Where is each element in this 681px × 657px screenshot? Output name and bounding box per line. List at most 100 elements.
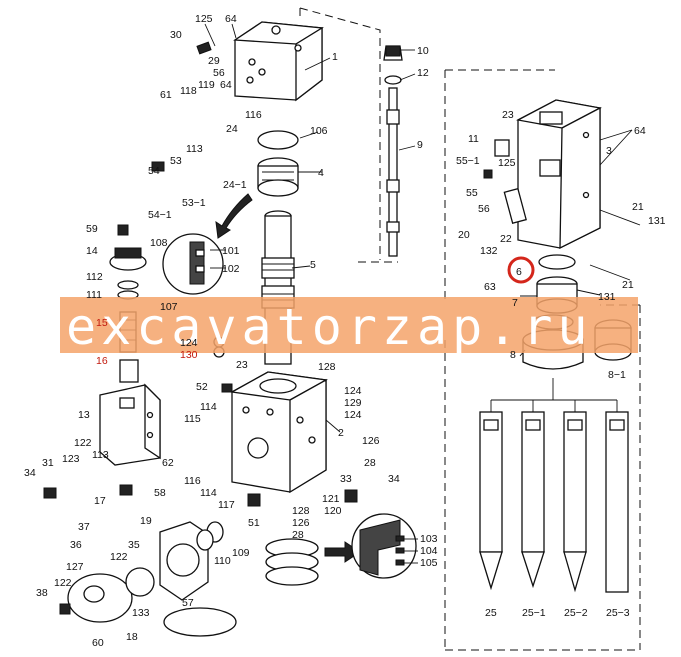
part-labels: 125 64 30 29 56 119 64 118 116 61 24 113…: [24, 13, 666, 649]
label: 122: [110, 551, 128, 563]
label: 55: [466, 187, 478, 199]
label: 23: [502, 109, 514, 121]
label: 122: [74, 437, 92, 449]
label: 21: [622, 279, 634, 291]
label: 15: [96, 317, 108, 329]
back-head-18: [67, 573, 133, 623]
bushing-6: [538, 254, 576, 270]
label: 56: [478, 203, 490, 215]
label: 122: [54, 577, 72, 589]
label: 55−1: [456, 155, 480, 167]
front-head-3: [516, 99, 602, 250]
label: 56: [213, 67, 225, 79]
label: 117: [218, 499, 235, 511]
label: 114: [200, 401, 217, 413]
label: 124: [180, 337, 198, 349]
label: 125: [498, 157, 516, 169]
label: 34: [388, 473, 400, 485]
leader-lines: [204, 23, 633, 564]
label: 4: [318, 167, 324, 179]
label: 35: [128, 539, 140, 551]
highlight-ring: [507, 256, 535, 284]
label: 24: [226, 123, 238, 135]
label: 25−1: [522, 607, 546, 619]
label: 21: [632, 201, 644, 213]
label: 25−3: [606, 607, 630, 619]
label: 52: [196, 381, 208, 393]
label: 60: [92, 637, 104, 649]
pin-11: [494, 139, 510, 157]
label: 62: [162, 457, 174, 469]
chisel-25-2: [563, 411, 587, 593]
seal-section-callout: [351, 513, 417, 579]
label: 103: [420, 533, 438, 545]
label: 64: [225, 13, 237, 25]
label: 115: [184, 413, 201, 425]
label: 25: [485, 607, 497, 619]
pin-20: [503, 187, 527, 225]
label: 107: [160, 301, 178, 313]
bolt-inset: [163, 607, 237, 637]
label: 131: [648, 215, 666, 227]
label: 1: [332, 51, 338, 63]
label: 59: [86, 223, 98, 235]
rod-9: [383, 45, 403, 257]
label: 113: [92, 449, 109, 461]
label: 29: [208, 55, 220, 67]
label: 64: [220, 79, 232, 91]
label: 124: [344, 409, 362, 421]
watermark-text: excavatorzap.ru: [66, 298, 593, 356]
flange-19: [159, 521, 209, 601]
label: 17: [94, 495, 106, 507]
label: 53: [170, 155, 182, 167]
label: 133: [132, 607, 150, 619]
label: 126: [292, 517, 310, 529]
chisel-25-3: [605, 411, 629, 593]
label: 108: [150, 237, 168, 249]
label: 113: [186, 143, 203, 155]
label: 11: [468, 133, 479, 145]
ring-133: [125, 567, 155, 597]
section-arrow: [324, 541, 361, 563]
seal-detail-callout: [162, 233, 224, 295]
label: 58: [154, 487, 166, 499]
label: 120: [324, 505, 342, 517]
label: 31: [42, 457, 54, 469]
label: 8: [510, 349, 516, 361]
label: 119: [198, 79, 215, 91]
housing-1: [233, 21, 324, 102]
label: 54−1: [148, 209, 172, 221]
label: 129: [344, 397, 362, 409]
label: 106: [310, 125, 328, 137]
seal-stack: [265, 538, 319, 586]
bushing-4: [257, 157, 299, 197]
label: 102: [222, 263, 240, 275]
label: 28: [364, 457, 376, 469]
label: 112: [86, 271, 103, 283]
label: 14: [86, 245, 98, 257]
label: 3: [606, 145, 612, 157]
label: 104: [420, 545, 438, 557]
label: 18: [126, 631, 138, 643]
label: 6: [516, 266, 522, 278]
label: 33: [340, 473, 352, 485]
label: 110: [214, 555, 231, 567]
label: 34: [24, 467, 36, 479]
label: 20: [458, 229, 470, 241]
label: 19: [140, 515, 152, 527]
chisel-25: [479, 411, 503, 591]
label: 126: [362, 435, 380, 447]
cylinder-2: [229, 371, 329, 494]
label: 8−1: [608, 369, 626, 381]
label: 2: [338, 427, 344, 439]
label: 118: [180, 85, 197, 97]
label: 57: [182, 597, 194, 609]
label: 131: [598, 291, 616, 303]
label: 30: [170, 29, 182, 41]
label: 114: [200, 487, 217, 499]
label: 63: [484, 281, 496, 293]
label: 38: [36, 587, 48, 599]
label: 61: [160, 89, 172, 101]
